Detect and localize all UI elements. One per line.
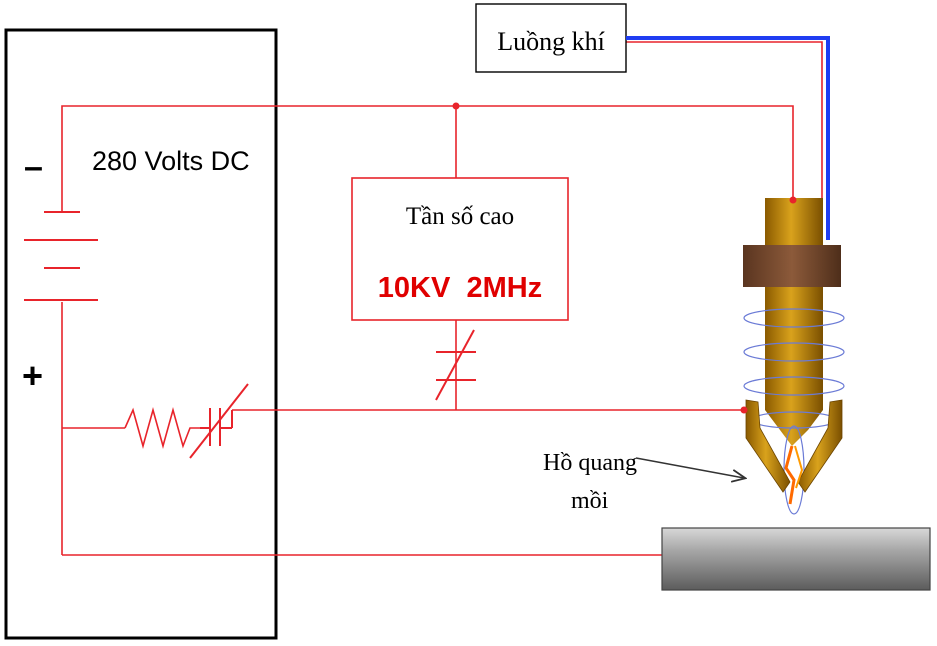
high-frequency-title: Tần số cao [406, 203, 514, 230]
variable-capacitor-hf [435, 329, 476, 401]
pilot-arc-spark-2 [794, 445, 804, 489]
pilot-arc-label-line2: mồi [571, 488, 609, 514]
electrode-terminal [789, 196, 797, 204]
high-frequency-box [351, 177, 569, 321]
plasma-torch [452, 102, 845, 515]
torch-nozzle-left [745, 399, 791, 493]
pilot-arc-spark [784, 445, 796, 505]
power-supply-label: 280 Volts DC [92, 146, 250, 176]
pilot-arc-arrow [635, 457, 744, 478]
variable-capacitor-pilot [189, 383, 249, 459]
nozzle-terminal [740, 406, 748, 414]
battery-symbol [24, 211, 98, 301]
high-frequency-spec: 10KV 2MHz [378, 272, 542, 304]
circuit-wiring [61, 41, 823, 556]
resistor-symbol [124, 407, 200, 449]
torch-band [743, 245, 841, 287]
negative-sign: – [24, 148, 43, 186]
pilot-arc-label-line1: Hồ quang [543, 450, 637, 476]
negative-wire [61, 105, 794, 212]
torch-electrode-top [765, 198, 823, 246]
gas-swirl-coil [743, 308, 845, 515]
gas-red-wire [626, 41, 823, 240]
positive-sign: + [22, 355, 43, 396]
torch-electrode-body [765, 287, 823, 446]
gas-flow-label: Luồng khí [497, 27, 605, 56]
workpiece [661, 527, 931, 591]
hf-junction [452, 102, 460, 110]
power-supply-frame [4, 28, 278, 640]
gas-line [626, 36, 830, 240]
